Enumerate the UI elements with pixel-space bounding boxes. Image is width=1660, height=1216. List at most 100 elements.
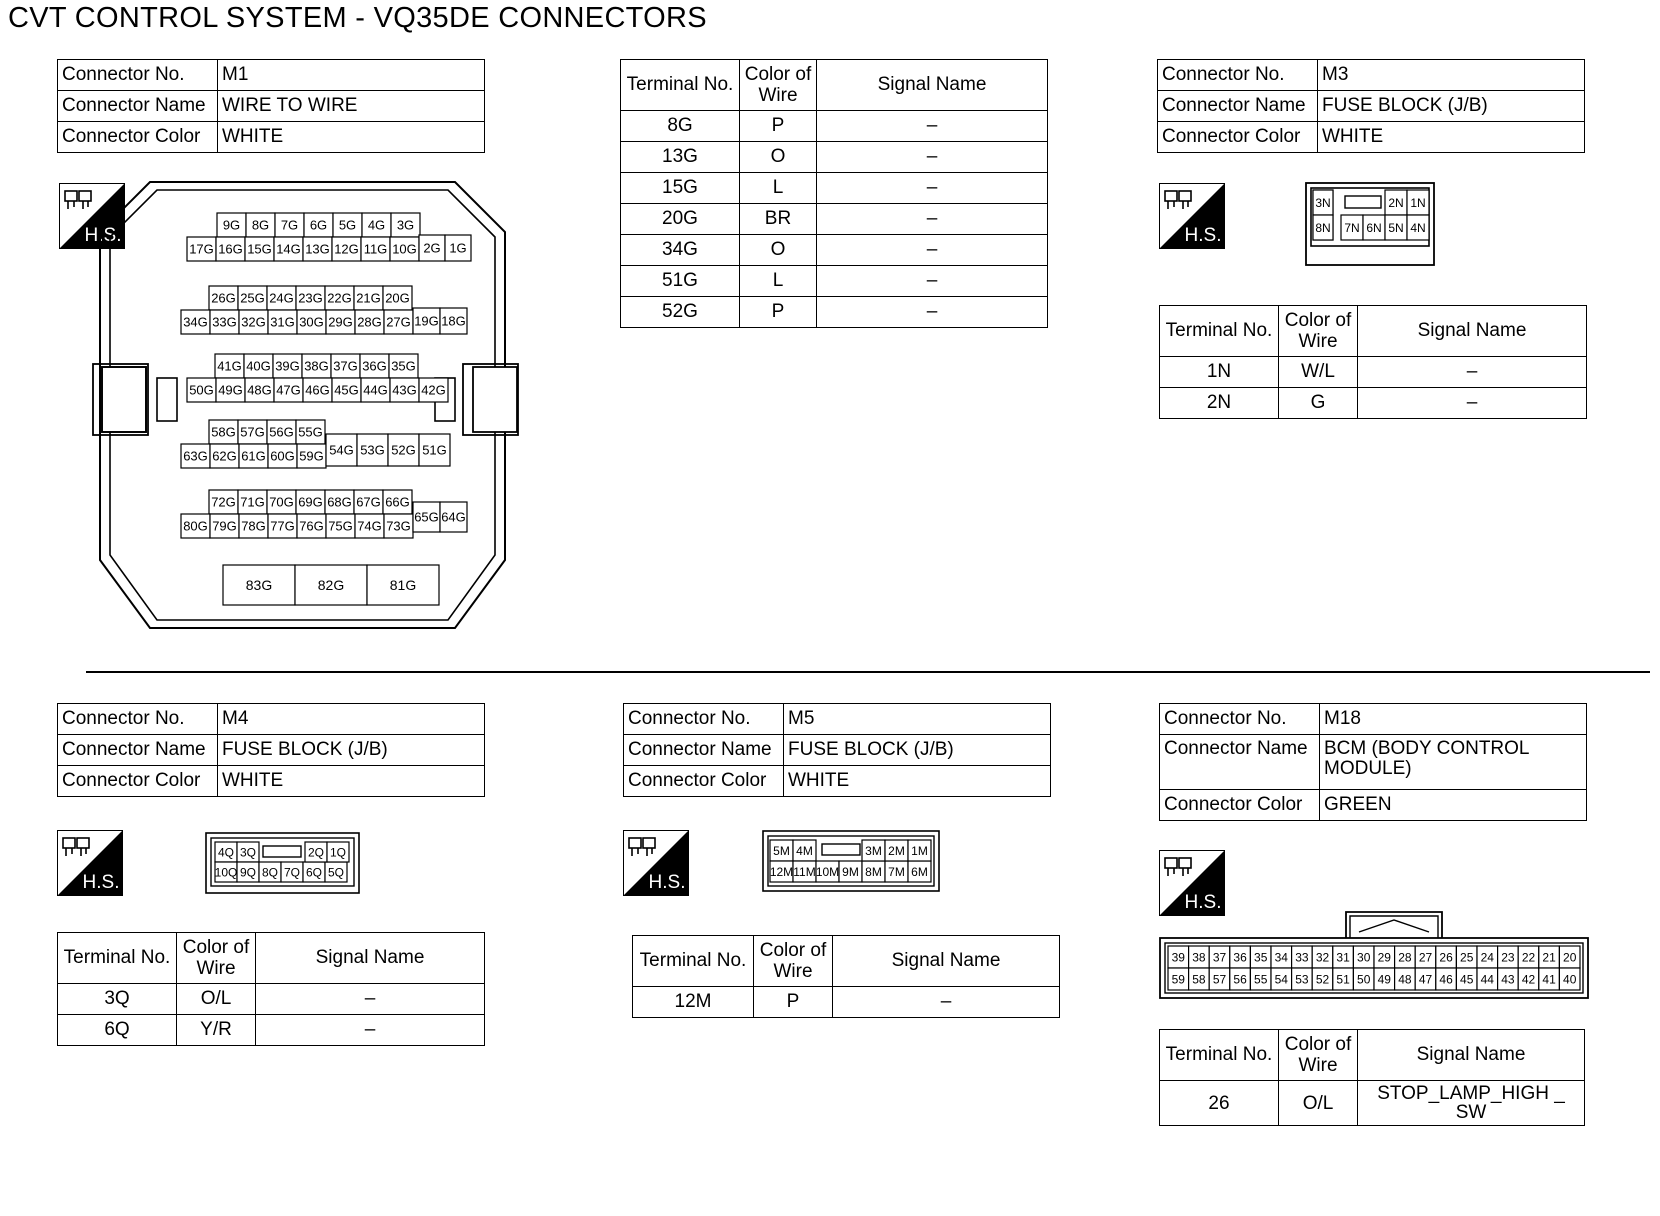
pin-cavity (209, 309, 240, 335)
pin-cavity (418, 433, 451, 467)
pin-label: 80G (183, 519, 208, 534)
signal-name-cell: – (255, 1014, 485, 1046)
pin-label: 26G (211, 291, 236, 306)
pin-cavity (1406, 214, 1430, 241)
connector-no-label: Connector No. (1159, 703, 1320, 735)
pin-cavity (331, 236, 362, 262)
pin-label: 38 (1192, 950, 1206, 964)
pin-label: 26 (1439, 950, 1453, 964)
pin-cavity (439, 307, 468, 335)
pin-label: 42 (1522, 972, 1536, 986)
pin-cavity (366, 564, 440, 606)
pin-cavity (302, 236, 333, 262)
pin-label: 25G (240, 291, 265, 306)
pin-label: 7M (888, 865, 905, 879)
pin-label: 68G (327, 495, 352, 510)
color-of-wire-header: Color of Wire (739, 59, 817, 111)
pin-label: 8Q (262, 865, 278, 879)
signal-name-cell: – (1357, 387, 1587, 419)
pin-label: 8G (252, 218, 269, 233)
pin-label: 1Q (330, 845, 346, 859)
pin-label: 23 (1501, 950, 1515, 964)
pin-label: 35G (391, 359, 416, 374)
connector-color-value: WHITE (1317, 121, 1585, 153)
pin-label: 34G (183, 315, 208, 330)
pin-label: 49G (218, 383, 243, 398)
pin-label: 75G (328, 519, 353, 534)
pin-label: 47 (1419, 972, 1433, 986)
pin-label: 54G (329, 443, 354, 458)
pin-cavity (324, 489, 355, 515)
wire-color-cell: O/L (1278, 1080, 1358, 1126)
pin-cavity (180, 309, 211, 335)
pin-cavity (418, 377, 449, 403)
pin-label: 4G (368, 218, 385, 233)
pin-label: 39 (1172, 950, 1186, 964)
pin-cavity (383, 513, 414, 539)
pin-label: 28G (357, 315, 382, 330)
pin-label: 42G (421, 383, 446, 398)
terminal-cell: 1N (1159, 356, 1279, 388)
hs-label: H.S. (83, 872, 120, 893)
wire-color-cell: BR (739, 203, 817, 235)
pin-cavity (326, 841, 350, 863)
pin-label: 78G (241, 519, 266, 534)
pin-label: 55 (1254, 972, 1268, 986)
pin-label: 22G (327, 291, 352, 306)
terminal-cell: 8G (620, 110, 740, 142)
pin-label: 14G (276, 242, 301, 257)
connector-color-value: GREEN (1319, 789, 1587, 821)
pin-label: 56 (1233, 972, 1247, 986)
pin-label: 59G (299, 449, 324, 464)
pin-cavity (325, 309, 356, 335)
pin-cavity (907, 839, 932, 862)
pin-label: 46G (305, 383, 330, 398)
connector-name-value: FUSE BLOCK (J/B) (1317, 90, 1585, 122)
pin-label: 41 (1542, 972, 1556, 986)
hs-label: H.S. (649, 872, 686, 893)
pin-label: 12G (334, 242, 359, 257)
pin-label: 81G (390, 577, 416, 593)
pin-label: 38G (304, 359, 329, 374)
pin-cavity (303, 212, 334, 238)
pin-label: 48G (247, 383, 272, 398)
signal-name-header: Signal Name (832, 935, 1060, 987)
pin-label: 1N (1410, 196, 1425, 210)
pin-label: 52 (1316, 972, 1330, 986)
pin-cavity (294, 564, 368, 606)
pin-label: 31G (270, 315, 295, 330)
pin-label: 36 (1233, 950, 1247, 964)
signal-name-cell: – (255, 983, 485, 1015)
connector-no-value: M5 (783, 703, 1051, 735)
signal-name-cell: – (816, 265, 1048, 297)
connector-no-label: Connector No. (623, 703, 784, 735)
pin-label: 24 (1481, 950, 1495, 964)
pin-label: 58G (211, 425, 236, 440)
terminal-cell: 15G (620, 172, 740, 204)
connector-name-value: BCM (BODY CONTROL MODULE) (1319, 734, 1587, 790)
connector-color-value: WHITE (783, 765, 1051, 797)
pin-label: 40G (246, 359, 271, 374)
signal-name-cell: – (816, 172, 1048, 204)
pin-label: 10Q (215, 865, 238, 879)
pin-label: 47G (276, 383, 301, 398)
pin-cavity (387, 433, 420, 467)
pin-label: 72G (211, 495, 236, 510)
pin-label: 74G (357, 519, 382, 534)
terminal-no-header: Terminal No. (1159, 305, 1279, 357)
pin-cavity (295, 419, 326, 445)
pin-label: 2N (1388, 196, 1403, 210)
pin-label: 19G (414, 314, 439, 329)
terminal-no-header: Terminal No. (620, 59, 740, 111)
pin-cavity (354, 513, 385, 539)
pin-cavity (1312, 214, 1334, 241)
pin-label: 51G (422, 443, 447, 458)
pin-label: 2G (423, 241, 440, 256)
wire-color-cell: L (739, 172, 817, 204)
wire-color-cell: O (739, 234, 817, 266)
pin-label: 25 (1460, 950, 1474, 964)
pin-cavity (444, 234, 472, 262)
pin-cavity (273, 236, 304, 262)
pin-cavity (330, 353, 361, 379)
